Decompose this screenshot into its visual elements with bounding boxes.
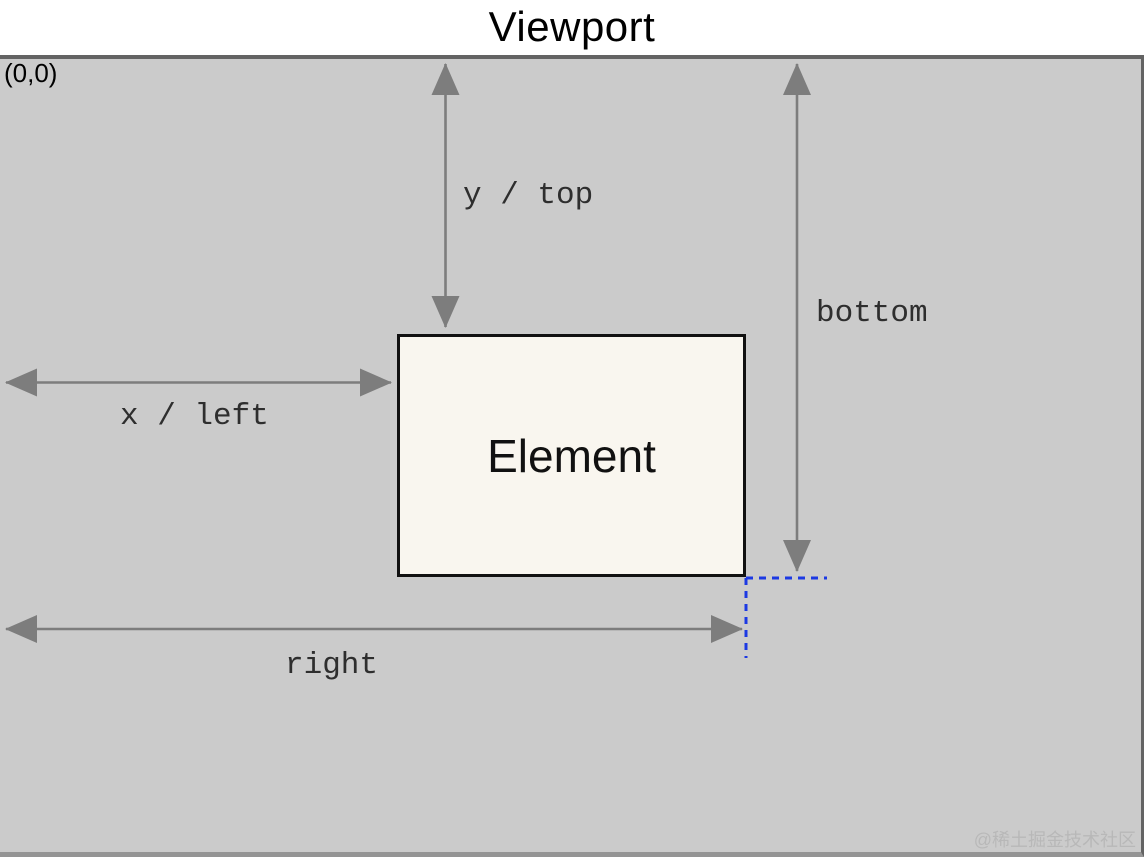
origin-label: (0,0) bbox=[4, 58, 58, 88]
element-box: Element bbox=[397, 334, 746, 577]
bottom-label: bottom bbox=[816, 296, 928, 331]
diagram-title: Viewport bbox=[488, 3, 656, 50]
element-label: Element bbox=[487, 429, 656, 482]
right-label: right bbox=[285, 648, 379, 683]
y-top-label: y / top bbox=[463, 178, 594, 213]
watermark: @稀土掘金技术社区 bbox=[973, 830, 1136, 850]
x-left-label: x / left bbox=[120, 399, 269, 434]
